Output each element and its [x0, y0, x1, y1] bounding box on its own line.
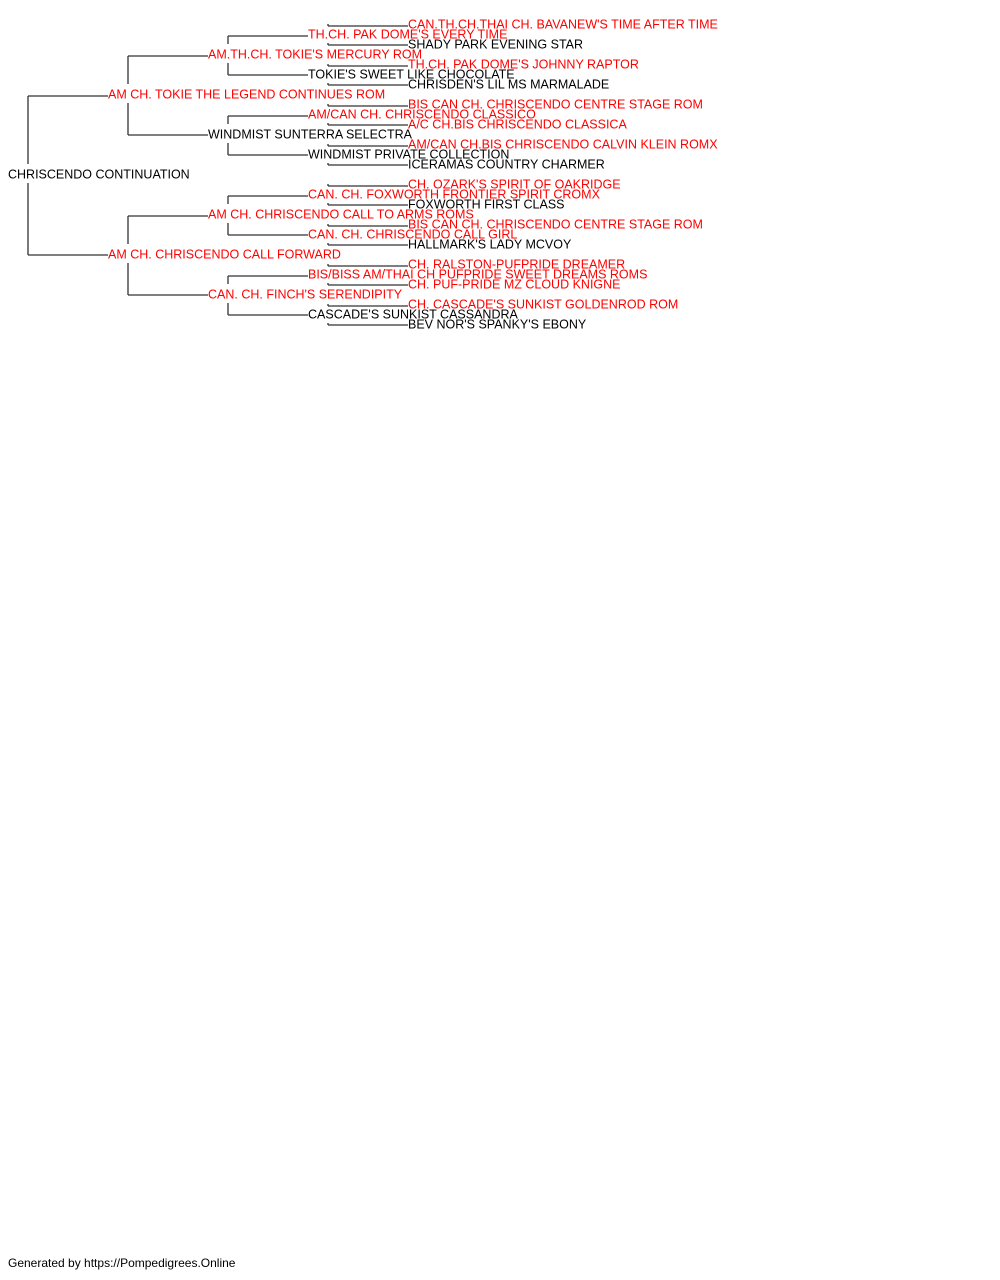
pedigree-node-subject-sire-sire-dam-dam: CHRISDEN'S LIL MS MARMALADE — [408, 78, 609, 92]
pedigree-node-subject-sire-sire-sire-dam: SHADY PARK EVENING STAR — [408, 38, 583, 52]
pedigree-node-subject-dam-dam-dam: CASCADE'S SUNKIST CASSANDRA — [308, 308, 519, 322]
pedigree-node-subject-dam-dam: CAN. CH. FINCH'S SERENDIPITY — [208, 288, 403, 302]
pedigree-node-subject-dam-sire-sire-sire: CH. OZARK'S SPIRIT OF OAKRIDGE — [408, 178, 621, 192]
pedigree-node-subject-sire-dam-dam: WINDMIST PRIVATE COLLECTION — [308, 148, 509, 162]
pedigree-node-subject-dam-dam-sire-dam: CH. PUF-PRIDE MZ CLOUD KNIGNE — [408, 278, 621, 292]
pedigree-node-subject-sire-dam-sire-dam: A/C CH.BIS CHRISCENDO CLASSICA — [408, 118, 627, 132]
pedigree-node-subject-dam: AM CH. CHRISCENDO CALL FORWARD — [108, 248, 341, 262]
pedigree-node-subject-dam-sire-dam-sire: BIS CAN CH. CHRISCENDO CENTRE STAGE ROM — [408, 218, 703, 232]
pedigree-node-subject-sire-dam-sire: AM/CAN CH. CHRISCENDO CLASSICO — [308, 108, 536, 122]
pedigree-node-subject-sire-sire-sire: TH.CH. PAK DOME'S EVERY TIME — [308, 28, 507, 42]
pedigree-node-subject-sire-sire-dam: TOKIE'S SWEET LIKE CHOCOLATE — [308, 68, 515, 82]
pedigree-labels: CHRISCENDO CONTINUATION AM CH. TOKIE THE … — [8, 18, 718, 332]
pedigree-node-subject-dam-sire-sire: CAN. CH. FOXWORTH FRONTIER SPIRIT CROMX — [308, 188, 601, 202]
pedigree-node-subject-dam-sire-dam-dam: HALLMARK'S LADY MCVOY — [408, 238, 572, 252]
pedigree-node-subject-sire-dam-dam-dam: ICERAMAS COUNTRY CHARMER — [408, 158, 605, 172]
pedigree-node-subject-sire: AM CH. TOKIE THE LEGEND CONTINUES ROM — [108, 88, 385, 102]
connector-lines — [27, 24, 408, 326]
pedigree-node-subject-sire-dam: WINDMIST SUNTERRA SELECTRA — [208, 128, 413, 142]
pedigree-node-subject-dam-sire-sire-dam: FOXWORTH FIRST CLASS — [408, 198, 565, 212]
pedigree-node-subject-dam-sire: AM CH. CHRISCENDO CALL TO ARMS ROMS — [208, 208, 474, 222]
pedigree-node-subject-sire-sire-dam-sire: TH.CH. PAK DOME'S JOHNNY RAPTOR — [408, 58, 639, 72]
pedigree-node-subject-sire-sire: AM.TH.CH. TOKIE'S MERCURY ROM — [208, 48, 422, 62]
footer-credit: Generated by https://Pompedigrees.Online — [8, 1256, 236, 1270]
pedigree-node-subject-sire-dam-dam-sire: AM/CAN CH.BIS CHRISCENDO CALVIN KLEIN RO… — [408, 138, 718, 152]
pedigree-node-subject-dam-dam-dam-sire: CH. CASCADE'S SUNKIST GOLDENROD ROM — [408, 298, 678, 312]
pedigree-node-subject-dam-dam-sire-sire: CH. RALSTON-PUFPRIDE DREAMER — [408, 258, 625, 272]
pedigree-node-subject: CHRISCENDO CONTINUATION — [8, 168, 190, 182]
pedigree-node-subject-sire-sire-sire-sire: CAN.TH.CH.THAI CH. BAVANEW'S TIME AFTER … — [408, 18, 718, 32]
pedigree-node-subject-sire-dam-sire-sire: BIS CAN CH. CHRISCENDO CENTRE STAGE ROM — [408, 98, 703, 112]
pedigree-node-subject-dam-dam-dam-dam: BEV NOR'S SPANKY'S EBONY — [408, 318, 587, 332]
pedigree-node-subject-dam-dam-sire: BIS/BISS AM/THAI CH PUFPRIDE SWEET DREAM… — [308, 268, 647, 282]
pedigree-node-subject-dam-sire-dam: CAN. CH. CHRISCENDO CALL GIRL — [308, 228, 517, 242]
